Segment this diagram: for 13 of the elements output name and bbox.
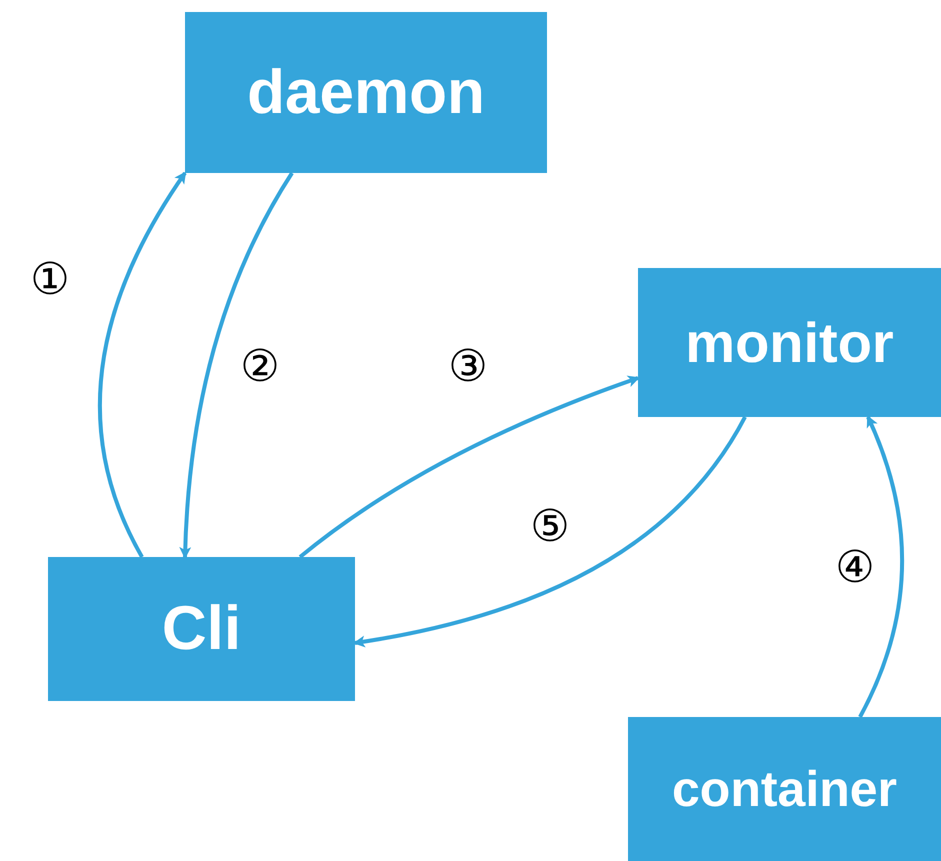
box-label: monitor xyxy=(685,314,894,370)
curved-arrow xyxy=(353,416,747,648)
curved-arrow xyxy=(858,415,904,718)
box-label: Cli xyxy=(162,598,242,660)
box-label: daemon xyxy=(247,62,485,124)
process-box xyxy=(48,557,355,701)
process-box xyxy=(628,717,941,861)
box-label: container xyxy=(672,764,898,814)
process-box xyxy=(185,12,547,173)
curved-arrow xyxy=(298,376,640,559)
curved-arrow xyxy=(98,171,187,558)
curved-arrow xyxy=(179,172,294,559)
process-box xyxy=(638,268,941,417)
